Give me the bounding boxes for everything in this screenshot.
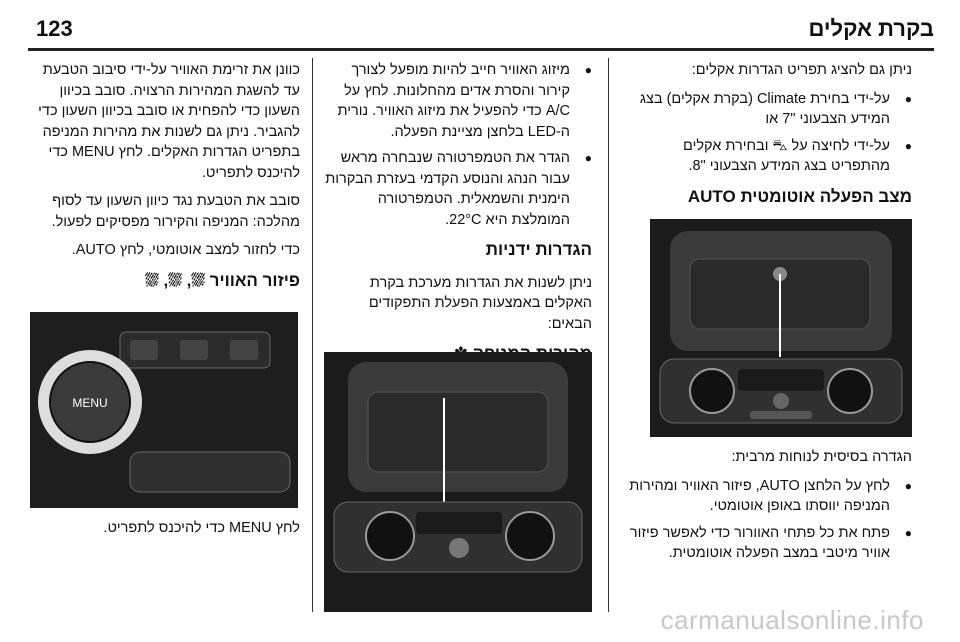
menu-knob-label: MENU — [72, 396, 107, 410]
menu-caption: לחץ MENU כדי להיכנס לתפריט. — [103, 520, 300, 536]
climate-menu-intro: ניתן גם להציג תפריט הגדרות אקלים: — [691, 62, 912, 78]
console-photo-menu: MENU — [30, 312, 298, 508]
list-item: פתח את כל פתחי האוורור כדי לאפשר פיזור א… — [622, 523, 912, 564]
column-divider — [608, 58, 609, 612]
auto-mode-caption: הגדרה בסיסית לנוחות מרבית: — [731, 449, 913, 465]
fan-speed-paragraph: כוונן את זרימת האוויר על-ידי סיבוב הטבעת… — [38, 62, 300, 181]
climate-menu-list: על-ידי בחירת Climate (בקרת אקלים) בצג המ… — [622, 89, 912, 177]
page-header: 123 בקרת אקלים — [28, 14, 934, 51]
fan-console-illustration — [324, 352, 592, 612]
console-photo-fan — [324, 352, 592, 612]
menu-caption-wrap: לחץ MENU כדי להיכנס לתפריט. — [30, 518, 300, 547]
watermark: carmanualsonline.info — [660, 605, 924, 635]
console-illustration — [650, 219, 912, 437]
list-item: על-ידי בחירת Climate (בקרת אקלים) בצג המ… — [622, 89, 912, 130]
auto-return-paragraph: כדי לחזור למצב אוטומטי, לחץ AUTO. — [71, 242, 300, 258]
page-title: בקרת אקלים — [808, 16, 934, 41]
right-column: ניתן גם להציג תפריט הגדרות אקלים: על-ידי… — [622, 60, 912, 570]
list-item: מיזוג האוויר חייב להיות מופעל לצורך קירו… — [322, 60, 592, 142]
list-item: הגדר את הטמפרטורה שנבחרה מראש עבור הנהג … — [322, 148, 592, 230]
list-item: על-ידי לחיצה על ⛍ ובחירת אקלים מהתפריט ב… — [622, 136, 912, 177]
fan-stop-paragraph: סובב את הטבעת נגד כיוון השעון עד לסוף מה… — [51, 193, 300, 230]
column-divider — [312, 58, 313, 612]
console-photo-auto — [650, 219, 912, 437]
middle-column: מיזוג האוויר חייב להיות מופעל לצורך קירו… — [322, 60, 592, 377]
menu-console-illustration: MENU — [30, 312, 298, 508]
manual-settings-heading: הגדרות ידניות — [485, 240, 592, 259]
left-column: כוונן את זרימת האוויר על-ידי סיבוב הטבעת… — [30, 60, 300, 303]
auto-mode-heading: מצב הפעלה אוטומטית AUTO — [687, 186, 912, 206]
auto-mode-list: לחץ על הלחצן AUTO, פיזור האוויר ומהירות … — [622, 476, 912, 564]
ac-temperature-list: מיזוג האוויר חייב להיות מופעל לצורך קירו… — [322, 60, 592, 230]
page-number: 123 — [36, 16, 73, 41]
list-item: לחץ על הלחצן AUTO, פיזור האוויר ומהירות … — [622, 476, 912, 517]
air-distribution-heading: פיזור האוויר ⛆, ⛆, ⛆ — [145, 270, 300, 290]
manual-settings-paragraph: ניתן לשנות את הגדרות מערכת בקרת האקלים ב… — [368, 274, 592, 332]
